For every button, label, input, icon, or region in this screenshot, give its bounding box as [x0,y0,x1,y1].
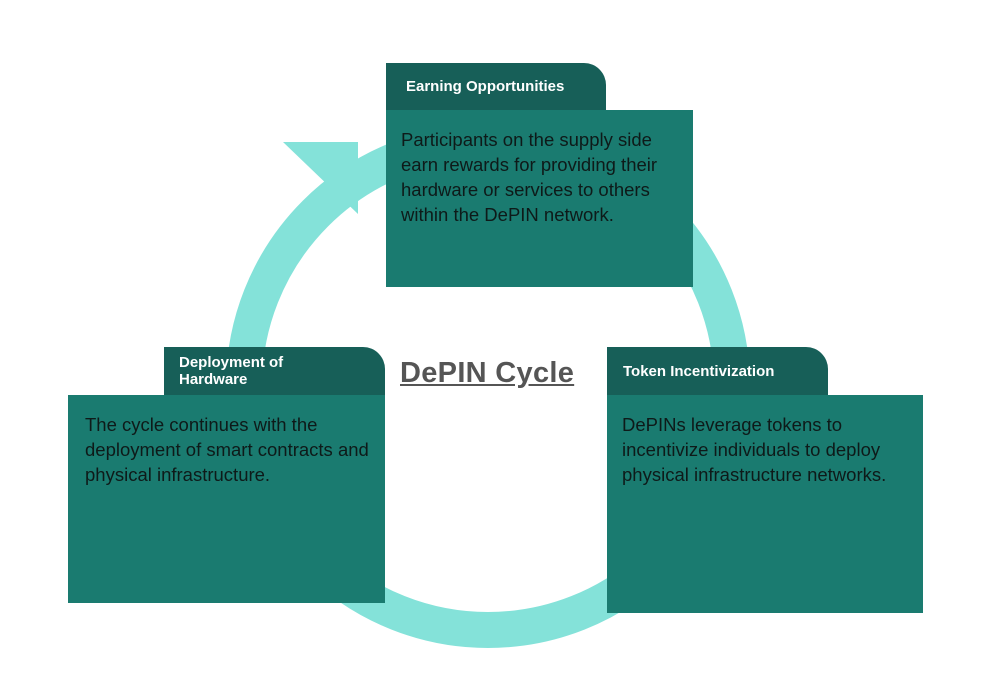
earning-opportunities-text: Participants on the supply side earn rew… [386,110,693,287]
deployment-of-hardware-heading: Deployment of Hardware [164,347,385,395]
token-incentivization-text: DePINs leverage tokens to incentivize in… [607,395,923,613]
diagram-title: DePIN Cycle [400,357,575,389]
earning-opportunities-heading: Earning Opportunities [386,63,606,110]
cycle-arrow-icon [283,142,358,214]
deployment-of-hardware-text: The cycle continues with the deployment … [68,395,385,603]
token-incentivization-heading: Token Incentivization [607,347,828,395]
